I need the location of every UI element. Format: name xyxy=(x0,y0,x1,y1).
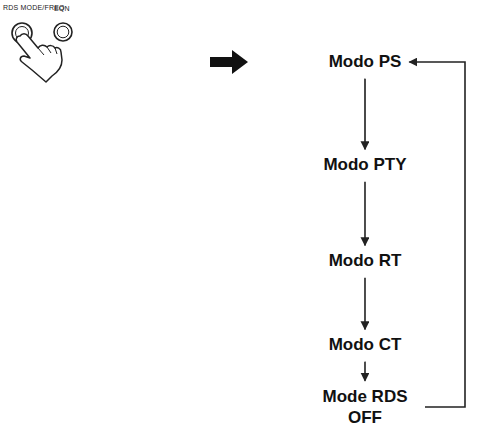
mode-step: Modo CT xyxy=(325,332,406,357)
flow-arrow xyxy=(364,278,366,330)
step-text: Mode RDS OFF xyxy=(315,386,415,429)
mode-step: Modo PTY xyxy=(319,152,410,177)
flow-arrow xyxy=(409,62,465,407)
hand-knuckles xyxy=(38,47,57,55)
step-text: Modo PTY xyxy=(323,154,406,175)
eon-button-ring xyxy=(57,26,69,38)
mode-step: Mode RDS OFF xyxy=(311,384,419,431)
flow-arrow xyxy=(364,362,366,381)
pressing-hand xyxy=(16,34,62,82)
mode-step: Modo PS xyxy=(325,49,406,74)
flow-arrow xyxy=(364,79,366,150)
step-text: Modo RT xyxy=(329,250,402,271)
big-arrow xyxy=(210,50,248,74)
flow-arrow xyxy=(364,182,366,246)
button-label: EON xyxy=(54,5,70,12)
mode-step: Modo RT xyxy=(325,248,406,273)
step-text: Modo PS xyxy=(329,51,402,72)
step-text: Modo CT xyxy=(329,334,402,355)
eon-button xyxy=(54,23,72,41)
